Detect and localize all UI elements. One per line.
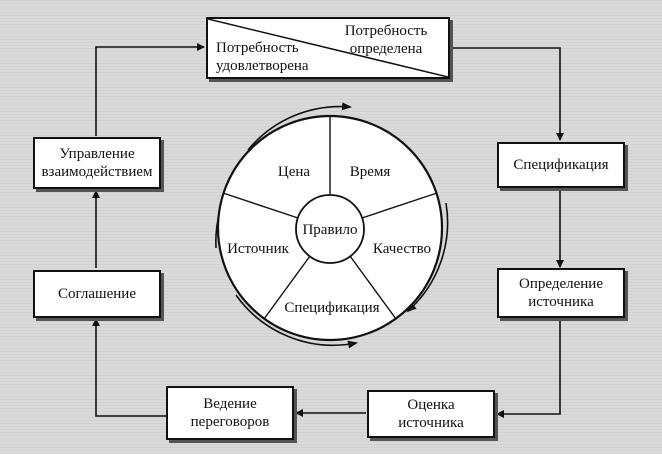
need-satisfied-label: Потребность удовлетворена bbox=[216, 40, 309, 74]
arrow-need-to-specification bbox=[450, 47, 564, 141]
wheel-arc-right bbox=[406, 202, 449, 313]
specification-box: Спецификация bbox=[497, 142, 625, 188]
wheel-segment-quality: Качество bbox=[373, 241, 431, 257]
wheel-spoke-right bbox=[361, 192, 438, 219]
wheel-segment-price: Цена bbox=[278, 164, 311, 180]
arrow-interaction-to-need bbox=[95, 43, 205, 136]
interaction-management-box: Управление взаимодействием bbox=[33, 137, 161, 189]
arrow-source-definition-to-evaluation bbox=[496, 318, 561, 418]
source-evaluation-label: Оценка источника bbox=[398, 397, 464, 431]
wheel-spoke-bottom-right bbox=[349, 255, 397, 320]
source-definition-label: Определение источника bbox=[519, 276, 603, 310]
agreement-box: Соглашение bbox=[33, 270, 161, 318]
wheel-segment-specification: Спецификация bbox=[284, 300, 379, 316]
need-box: Потребность удовлетворена Потребность оп… bbox=[206, 17, 450, 79]
wheel-hub bbox=[295, 194, 365, 264]
negotiation-box: Ведение переговоров bbox=[166, 386, 294, 440]
source-definition-box: Определение источника bbox=[497, 268, 625, 318]
rules-wheel: Правило Цена Время Качество Спецификация… bbox=[215, 102, 449, 349]
need-box-diagonal bbox=[208, 19, 448, 77]
specification-label: Спецификация bbox=[513, 157, 609, 173]
arrow-negotiation-to-agreement bbox=[92, 318, 166, 417]
wheel-center-label: Правило bbox=[302, 222, 357, 238]
wheel-arc-top bbox=[247, 102, 352, 151]
source-evaluation-box: Оценка источника bbox=[367, 390, 495, 438]
wheel-arc-bottom bbox=[235, 294, 358, 349]
need-defined-label: Потребность определена bbox=[344, 23, 428, 57]
wheel-spoke-bottom-left bbox=[263, 255, 311, 320]
wheel-spoke-left bbox=[222, 192, 299, 219]
wheel-segment-source: Источник bbox=[227, 241, 290, 257]
agreement-label: Соглашение bbox=[58, 286, 136, 302]
interaction-management-label: Управление взаимодействием bbox=[41, 146, 153, 180]
negotiation-label: Ведение переговоров bbox=[190, 396, 270, 430]
wheel-segment-time: Время bbox=[350, 164, 391, 180]
